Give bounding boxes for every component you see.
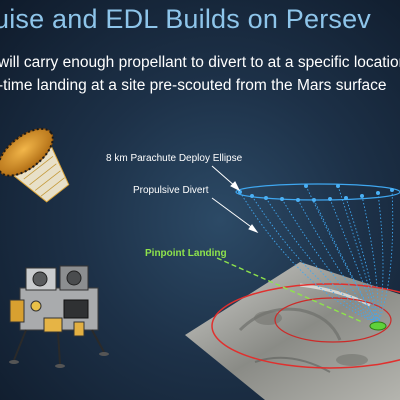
landing-ellipse-outer — [211, 283, 400, 369]
landing-ellipse-inner — [274, 297, 392, 343]
slide-title: uise and EDL Builds on Persev — [0, 4, 372, 34]
body-text-line-2: -time landing at a site pre-scouted from… — [0, 77, 387, 94]
parachute-deploy-ellipse — [235, 183, 400, 201]
label-propulsive-divert: Propulsive Divert — [133, 185, 209, 196]
label-parachute-ellipse: 8 km Parachute Deploy Ellipse — [106, 153, 243, 164]
callout-arrow-divert — [211, 197, 259, 234]
lander-spacecraft-icon — [9, 265, 109, 368]
pinpoint-target-marker — [369, 321, 387, 331]
label-pinpoint-landing: Pinpoint Landing — [145, 248, 227, 259]
propulsive-divert-paths — [239, 185, 394, 325]
aeroshell-capsule-icon — [0, 127, 70, 203]
body-text-line-1: will carry enough propellant to divert t… — [0, 54, 400, 71]
mars-terrain-patch — [185, 262, 400, 400]
callout-line-pinpoint — [216, 257, 363, 323]
callout-arrow-ellipse — [211, 165, 241, 192]
divert-start-points — [238, 184, 394, 202]
